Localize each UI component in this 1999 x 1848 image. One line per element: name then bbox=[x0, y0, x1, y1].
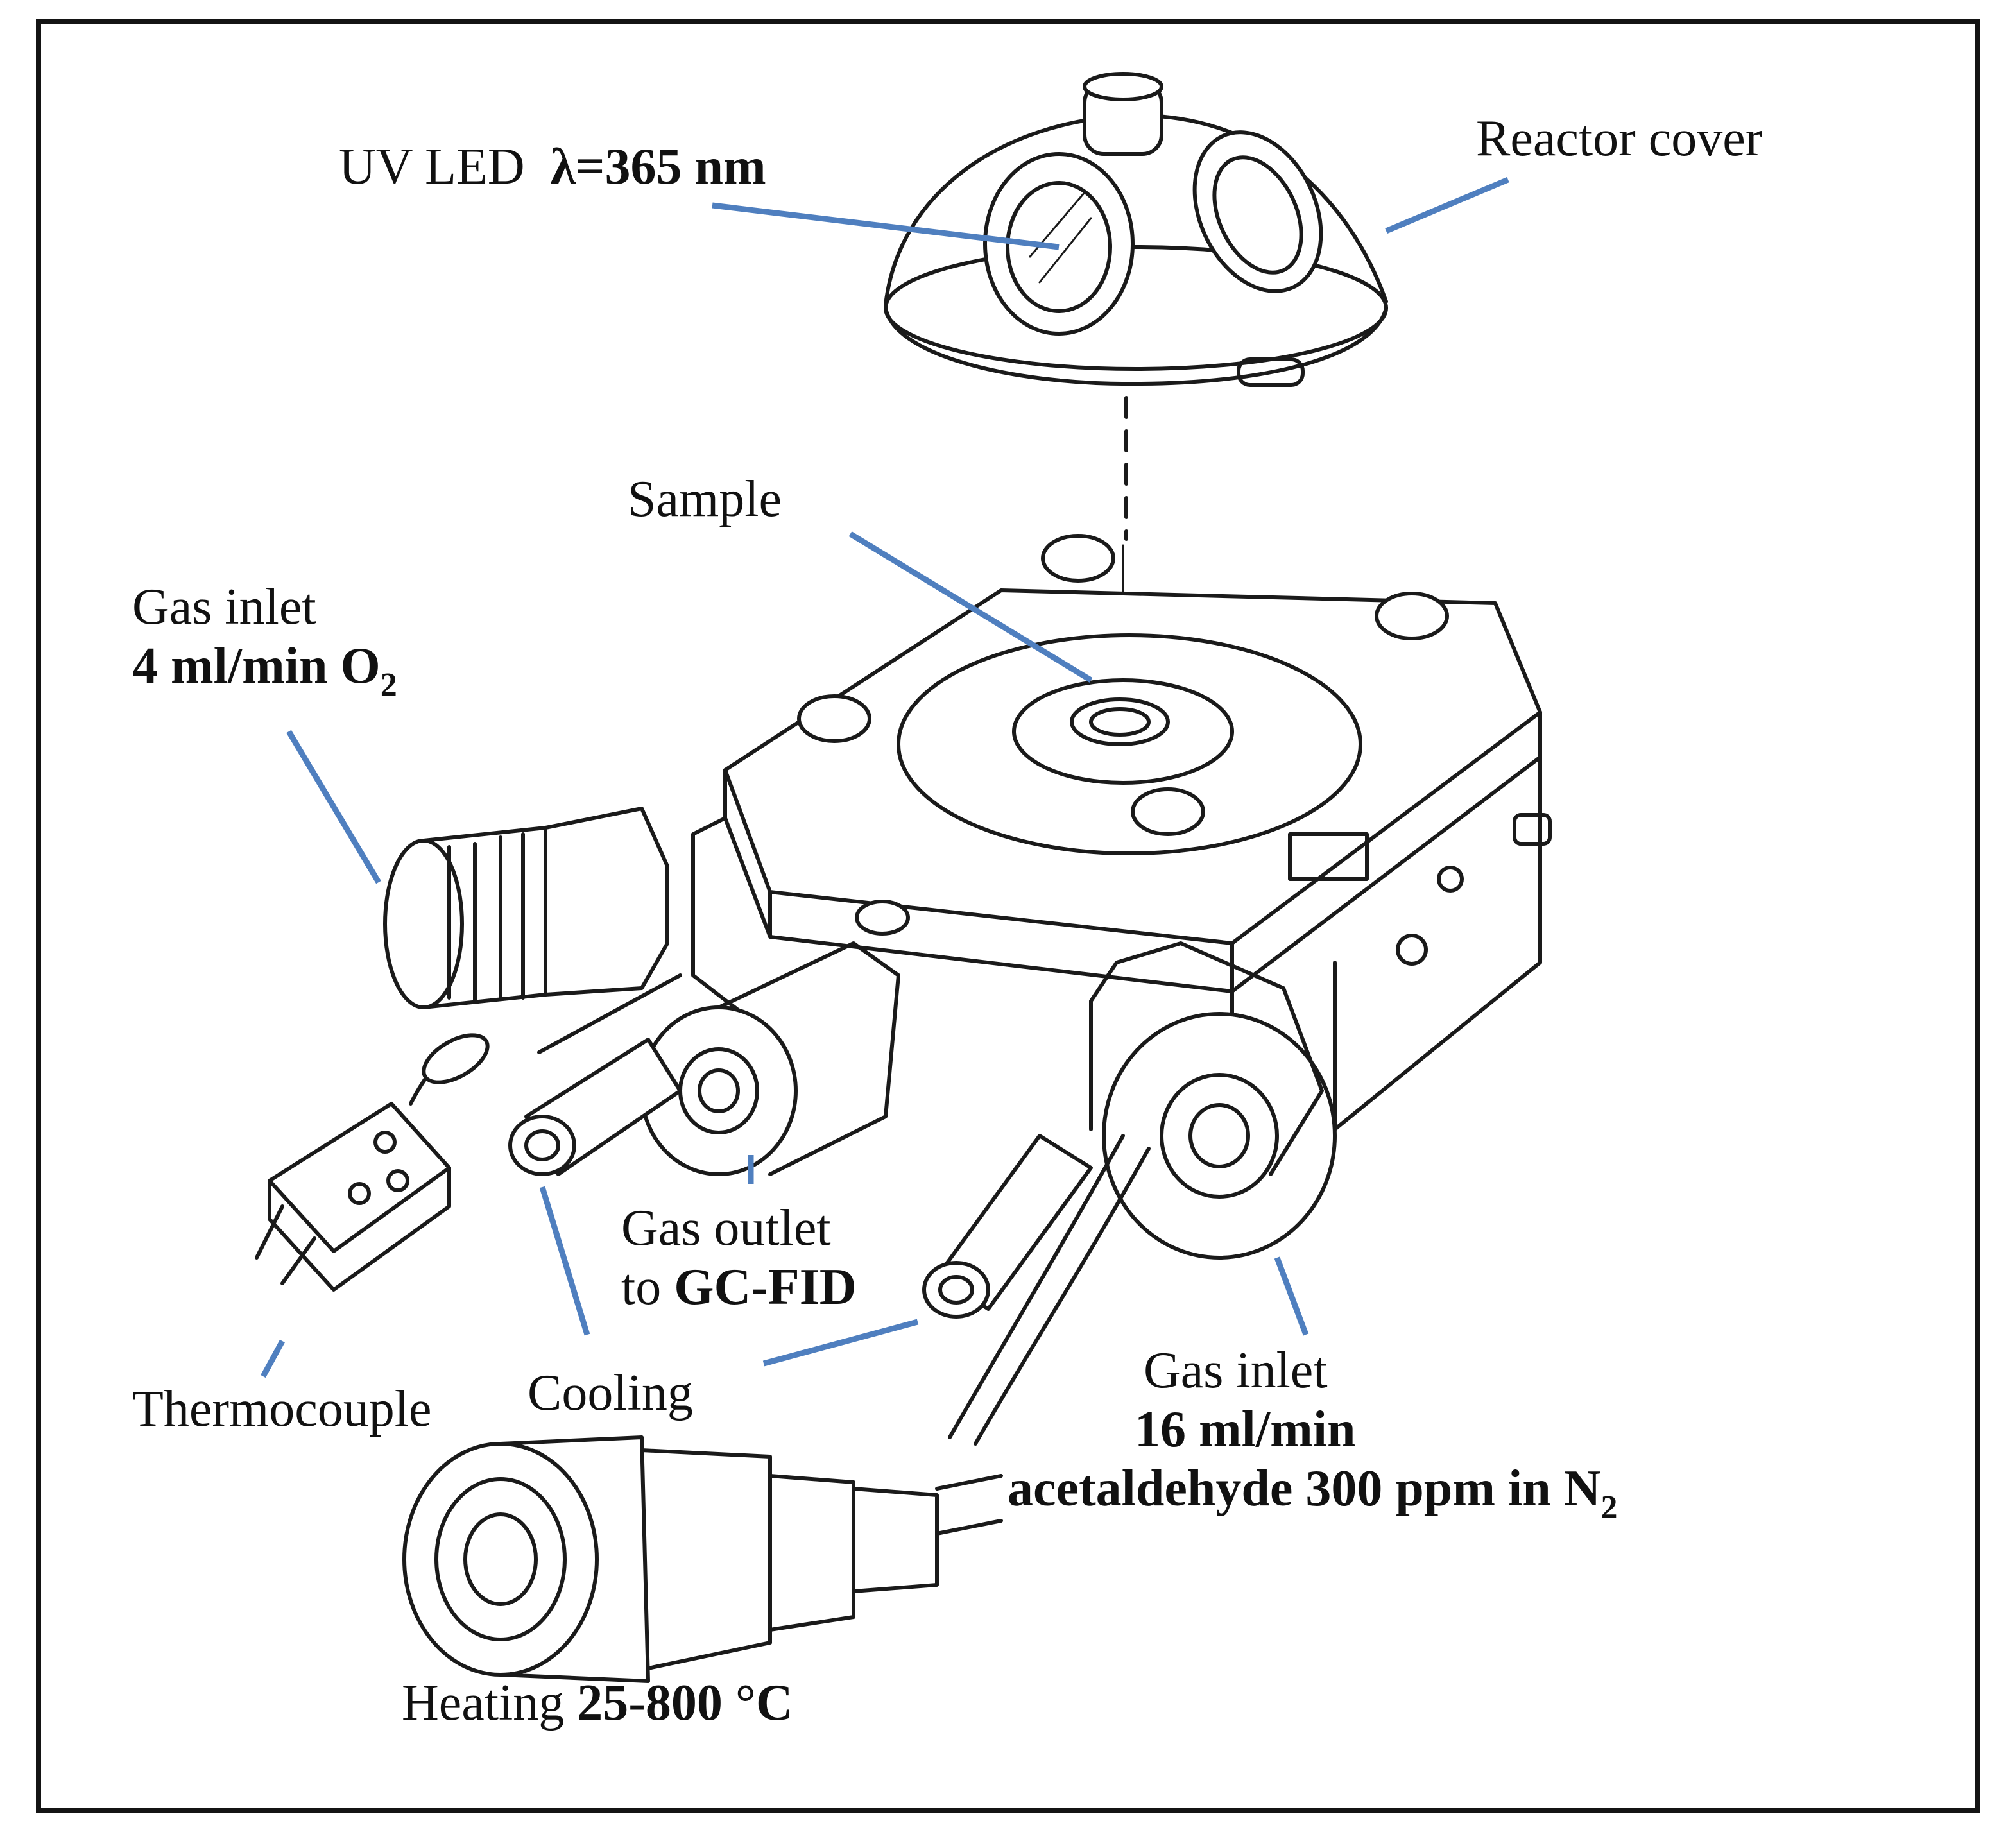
label-gas-outlet-to: to bbox=[621, 1259, 662, 1315]
leader-thermocouple bbox=[261, 1339, 285, 1378]
label-sample: Sample bbox=[628, 471, 782, 527]
label-heating: Heating 25-800 °C bbox=[402, 1675, 793, 1731]
figure-frame bbox=[36, 19, 1980, 1813]
label-gas-inlet-o2-flow: 4 ml/min O bbox=[132, 638, 381, 694]
leader-gas-inlet-o2 bbox=[286, 730, 381, 884]
leader-reactor-cover bbox=[1385, 176, 1509, 234]
label-uv-led: UV LED λ=365 nm bbox=[339, 139, 766, 195]
leader-uv-led bbox=[712, 202, 1060, 250]
label-reactor-cover: Reactor cover bbox=[1476, 110, 1763, 167]
label-gas-inlet-n2: Gas inlet 16 ml/min acetaldehyde 300 ppm… bbox=[1008, 1341, 1618, 1526]
gas-inlet-n2-fitting bbox=[1089, 941, 1337, 1260]
label-gas-inlet-n2-flow: 16 ml/min bbox=[1135, 1401, 1356, 1458]
thermocouple-plug bbox=[255, 1033, 490, 1292]
label-thermocouple: Thermocouple bbox=[132, 1381, 432, 1437]
leader-sample bbox=[848, 531, 1093, 683]
heating-connector bbox=[402, 1435, 1003, 1683]
reactor-cover-drawing bbox=[884, 72, 1388, 387]
label-gas-outlet-target: GC-FID bbox=[674, 1259, 857, 1315]
label-gas-inlet-o2: Gas inlet 4 ml/min O2 bbox=[132, 578, 397, 703]
gas-outlet-fitting bbox=[640, 900, 910, 1176]
reactor-base-drawing bbox=[691, 534, 1552, 1131]
label-gas-outlet-line1: Gas outlet bbox=[621, 1200, 831, 1256]
leader-cooling bbox=[539, 1186, 590, 1336]
label-gas-inlet-o2-title: Gas inlet bbox=[132, 579, 316, 635]
gas-inlet-o2-fitting bbox=[383, 807, 669, 1009]
label-gas-inlet-n2-subscript: 2 bbox=[1600, 1489, 1618, 1526]
front-tubes bbox=[922, 1134, 1151, 1446]
label-gas-inlet-n2-gas: acetaldehyde 300 ppm in N bbox=[1008, 1460, 1601, 1517]
label-gas-inlet-o2-subscript: 2 bbox=[380, 667, 397, 703]
label-gas-outlet: Gas outlet to GC-FID bbox=[621, 1199, 857, 1317]
leader-cooling-2 bbox=[762, 1319, 919, 1367]
label-cooling: Cooling bbox=[528, 1365, 693, 1421]
leader-gas-inlet-n2 bbox=[1274, 1256, 1309, 1336]
leader-lines bbox=[261, 176, 1509, 1378]
label-gas-inlet-n2-title: Gas inlet bbox=[1143, 1342, 1328, 1399]
cooling-pipe bbox=[508, 973, 682, 1176]
